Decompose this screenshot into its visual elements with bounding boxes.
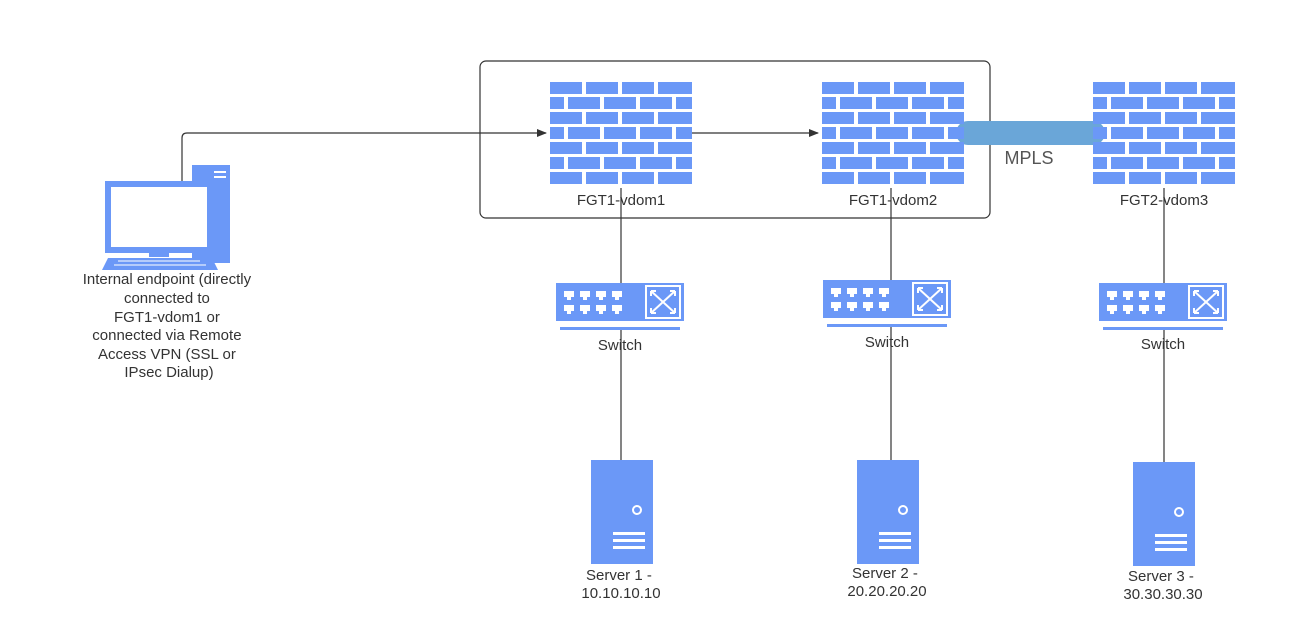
mpls-label: MPLS [1004, 148, 1053, 168]
endpoint-label-line: Access VPN (SSL or [98, 346, 236, 363]
server-label-line: Server 2 - [852, 565, 918, 582]
server-label: Server 3 - 30.30.30.30 [1123, 568, 1202, 603]
server-label-line: 30.30.30.30 [1123, 586, 1202, 603]
switch-1: Switch [556, 283, 684, 354]
endpoint-label-line: connected via Remote [92, 327, 241, 344]
firewall-label: FGT2-vdom3 [1120, 192, 1208, 209]
switch-2: Switch [823, 280, 951, 351]
switch-label: Switch [1141, 336, 1185, 353]
server-label: Server 2 - 20.20.20.20 [847, 565, 926, 600]
server-label-line: Server 1 - [586, 567, 652, 584]
firewall-fgt2-vdom3: FGT2-vdom3 [1093, 82, 1235, 209]
endpoint-label-line: Internal endpoint (directly [83, 271, 252, 288]
server-tower-icon [591, 460, 653, 564]
server-label-line: Server 3 - [1128, 568, 1194, 585]
brick-firewall-icon [550, 82, 692, 184]
firewall-label: FGT1-vdom1 [577, 192, 665, 209]
network-switch-icon [556, 283, 684, 331]
switch-label: Switch [865, 334, 909, 351]
server-label-line: 20.20.20.20 [847, 583, 926, 600]
endpoint-label: Internal endpoint (directly connected to… [83, 271, 256, 381]
brick-firewall-icon [1093, 82, 1235, 184]
endpoint-label-line: FGT1-vdom1 or [114, 309, 220, 326]
network-switch-icon [1099, 283, 1227, 331]
endpoint-label-line: IPsec Dialup) [124, 364, 213, 381]
firewall-fgt1-vdom2: FGT1-vdom2 [822, 82, 964, 209]
server-2: Server 2 - 20.20.20.20 [847, 460, 927, 600]
server-1: Server 1 - 10.10.10.10 [581, 460, 661, 602]
endpoint-label-line: connected to [124, 290, 210, 307]
network-switch-icon [823, 280, 951, 328]
brick-firewall-icon [822, 82, 964, 184]
server-label: Server 1 - 10.10.10.10 [581, 567, 660, 602]
server-tower-icon [857, 460, 919, 564]
switch-label: Switch [598, 337, 642, 354]
firewall-fgt1-vdom1: FGT1-vdom1 [550, 82, 692, 209]
switch-3: Switch [1099, 283, 1227, 353]
server-tower-icon [1133, 462, 1195, 566]
endpoint-to-fgt1-vdom1-link [181, 129, 547, 183]
desktop-computer-icon [102, 165, 230, 270]
server-label-line: 10.10.10.10 [581, 585, 660, 602]
firewall-label: FGT1-vdom2 [849, 192, 937, 209]
server-3: Server 3 - 30.30.30.30 [1123, 462, 1203, 603]
